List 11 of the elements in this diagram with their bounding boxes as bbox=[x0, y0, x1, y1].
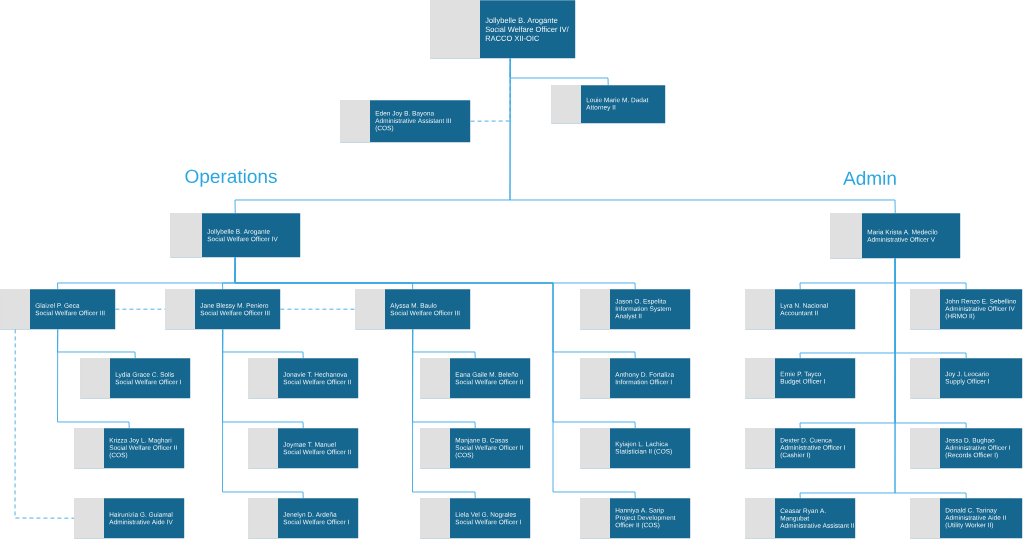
connector-line bbox=[222, 328, 304, 499]
connector-line bbox=[57, 328, 130, 429]
section-heading: Admin bbox=[843, 171, 896, 185]
connector-line bbox=[114, 308, 166, 310]
connector-line bbox=[509, 57, 896, 214]
section-heading: Operations bbox=[185, 169, 277, 187]
connector-line bbox=[412, 328, 476, 499]
connector-line bbox=[234, 256, 636, 499]
connector-line bbox=[894, 257, 967, 499]
connector-line bbox=[279, 308, 356, 310]
connector-line bbox=[14, 328, 75, 519]
